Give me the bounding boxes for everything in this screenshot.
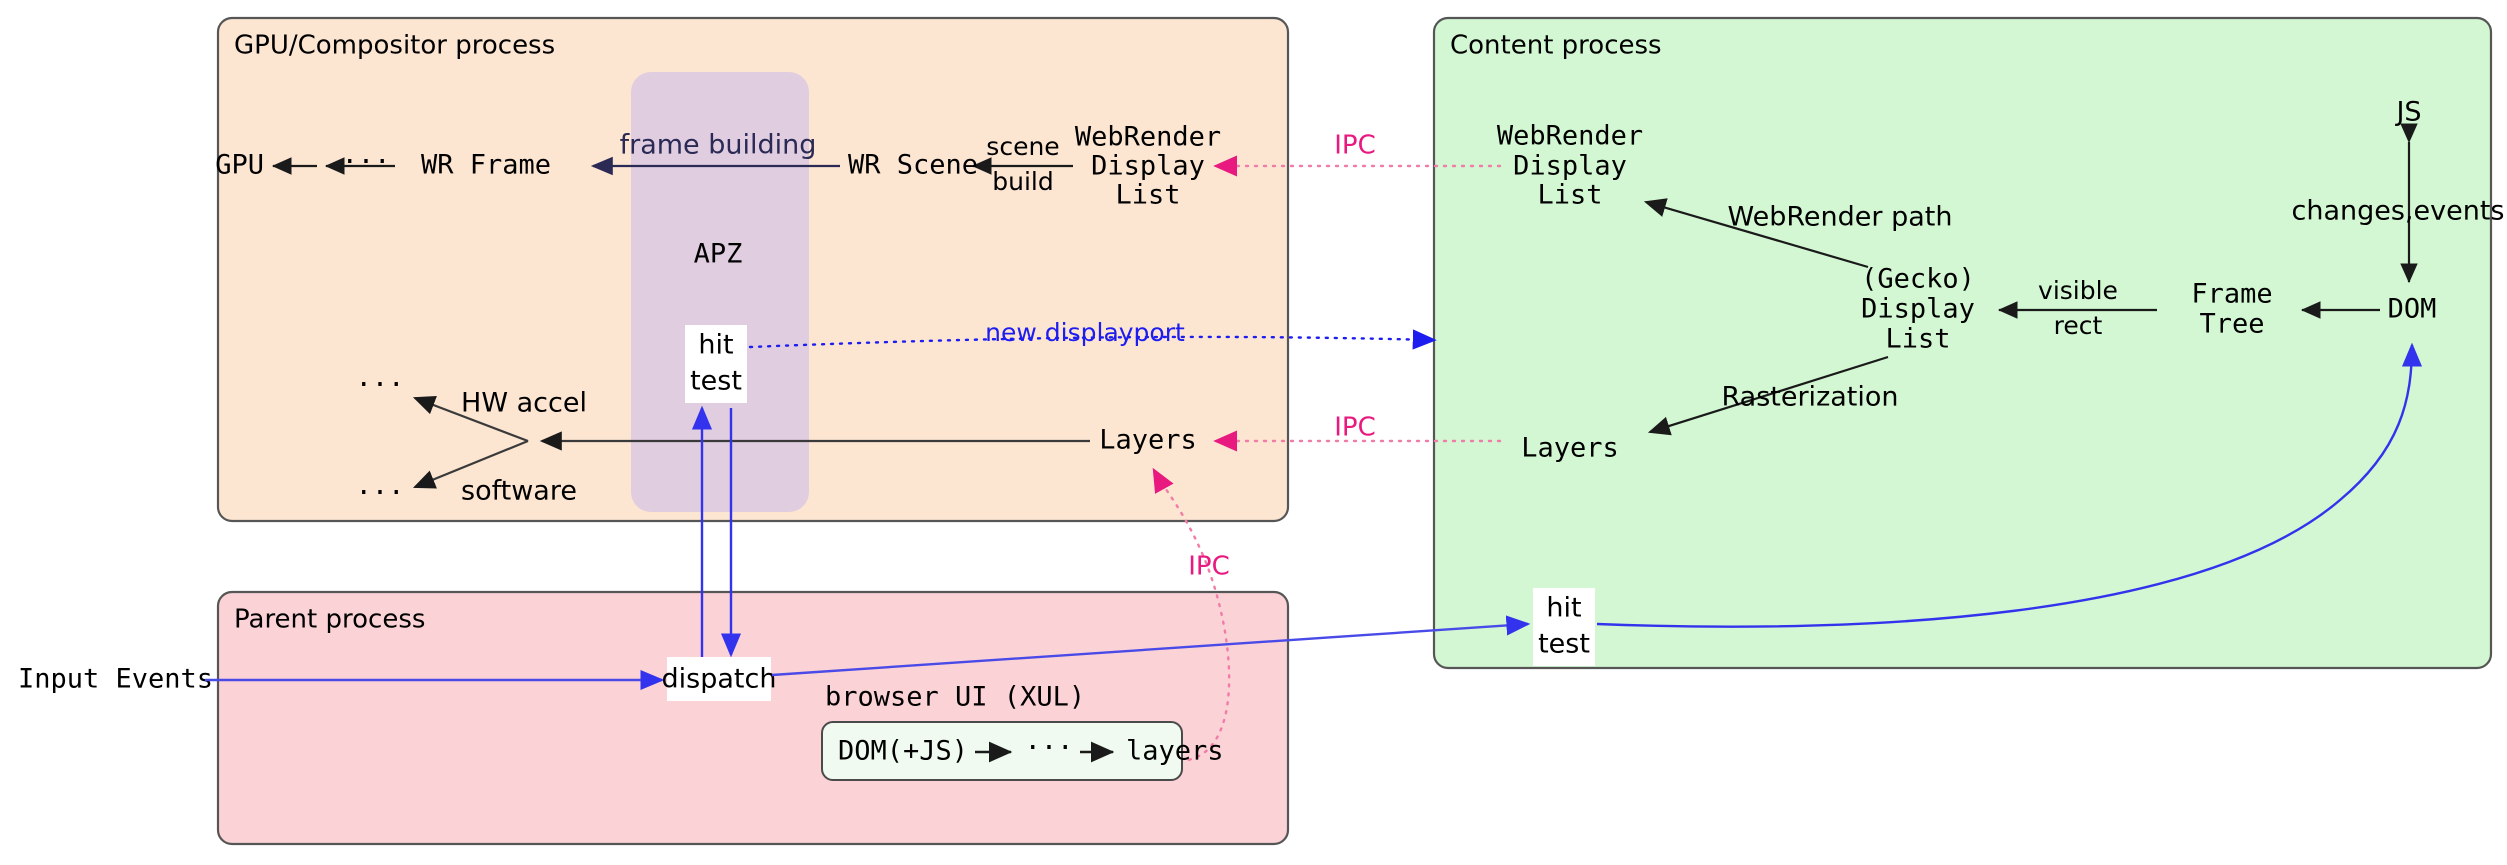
node-frame-tree-line1: Frame: [2191, 279, 2272, 310]
node-content-wr-dl-line1: WebRender: [1497, 121, 1643, 152]
node-gpu: GPU: [215, 150, 264, 181]
gpu-process-title: GPU/Compositor process: [234, 31, 555, 61]
edge-label-frame-building: frame building: [620, 130, 817, 161]
node-gecko-dl-line2: Display: [1861, 294, 1975, 325]
node-gpu-layers: Layers: [1099, 425, 1197, 456]
edge-label-visible-top: visible: [2038, 276, 2118, 305]
ipc-label-bottom: IPC: [1188, 552, 1230, 582]
label-browser-ui-xul: browser UI (XUL): [825, 682, 1085, 713]
node-gpu-webrender-display-list-line1: WebRender: [1075, 122, 1221, 153]
dispatch-box: [667, 657, 771, 701]
node-xul-dots: ···: [1025, 733, 1074, 764]
arrow-dispatch-to-content-hittest: [771, 615, 1531, 677]
node-xul-layers: layers: [1126, 736, 1224, 767]
node-dom: DOM: [2388, 294, 2437, 325]
arrow-gecko-dl-to-wr-dl: [1643, 198, 1869, 269]
blue-curve-hittest-to-dom: [1596, 342, 2423, 628]
ipc-label-middle: IPC: [1334, 413, 1376, 443]
edge-label-webrender-path: WebRender path: [1728, 202, 1953, 233]
node-dispatch: dispatch: [662, 664, 777, 695]
node-content-layers: Layers: [1521, 433, 1619, 464]
content-process-box: [1432, 16, 2493, 670]
node-dots-hw: ···: [356, 370, 405, 401]
edge-label-new-displayport: new displayport: [985, 318, 1185, 347]
node-gpu-webrender-display-list-line2: Display: [1091, 151, 1205, 182]
content-hit-test-box: [1533, 588, 1595, 666]
content-hit-test-line2: test: [1538, 629, 1590, 660]
content-hit-test-line1: hit: [1546, 593, 1581, 624]
apz-region: [631, 72, 809, 512]
arrow-to-software: [412, 439, 529, 489]
node-dots-software: ···: [356, 478, 405, 509]
ipc-label-top: IPC: [1334, 131, 1376, 161]
node-content-wr-dl-line2: Display: [1513, 151, 1627, 182]
arrow-to-hw-accel: [412, 395, 529, 443]
node-input-events: Input Events: [18, 664, 213, 695]
edge-label-changes-events: changes,events: [2292, 196, 2505, 227]
node-js: JS: [2394, 97, 2421, 128]
gpu-hit-test-line2: test: [690, 366, 742, 397]
node-gpu-webrender-display-list-line3: List: [1115, 180, 1180, 211]
arrow-gecko-dl-to-layers: [1647, 355, 1889, 436]
node-gecko-dl-line3: List: [1885, 324, 1950, 355]
edge-label-scene-build-bottom: build: [992, 167, 1053, 196]
node-wr-frame: WR Frame: [421, 150, 551, 181]
node-frame-tree-line2: Tree: [2199, 309, 2264, 340]
ipc-arrow-bottom: [1152, 467, 1231, 763]
edge-label-hw-accel: HW accel: [461, 388, 587, 419]
node-gecko-dl-line1: (Gecko): [1861, 264, 1975, 295]
node-xul-dom-js: DOM(+JS): [838, 736, 968, 767]
node-apz: APZ: [694, 239, 743, 270]
arrow-new-displayport: [748, 329, 1437, 350]
gpu-hit-test-box: [685, 325, 747, 403]
node-wr-scene: WR Scene: [848, 150, 978, 181]
node-content-wr-dl-line3: List: [1537, 180, 1602, 211]
parent-process-title: Parent process: [234, 605, 425, 635]
content-process-title: Content process: [1450, 31, 1662, 61]
edge-label-visible-bottom: rect: [2054, 311, 2103, 340]
edge-label-scene-build-top: scene: [986, 132, 1059, 161]
edge-label-rasterization: Rasterization: [1721, 382, 1898, 413]
edge-label-software: software: [461, 476, 577, 507]
node-dots-gpu-row: ···: [342, 147, 391, 178]
gpu-hit-test-line1: hit: [698, 330, 733, 361]
